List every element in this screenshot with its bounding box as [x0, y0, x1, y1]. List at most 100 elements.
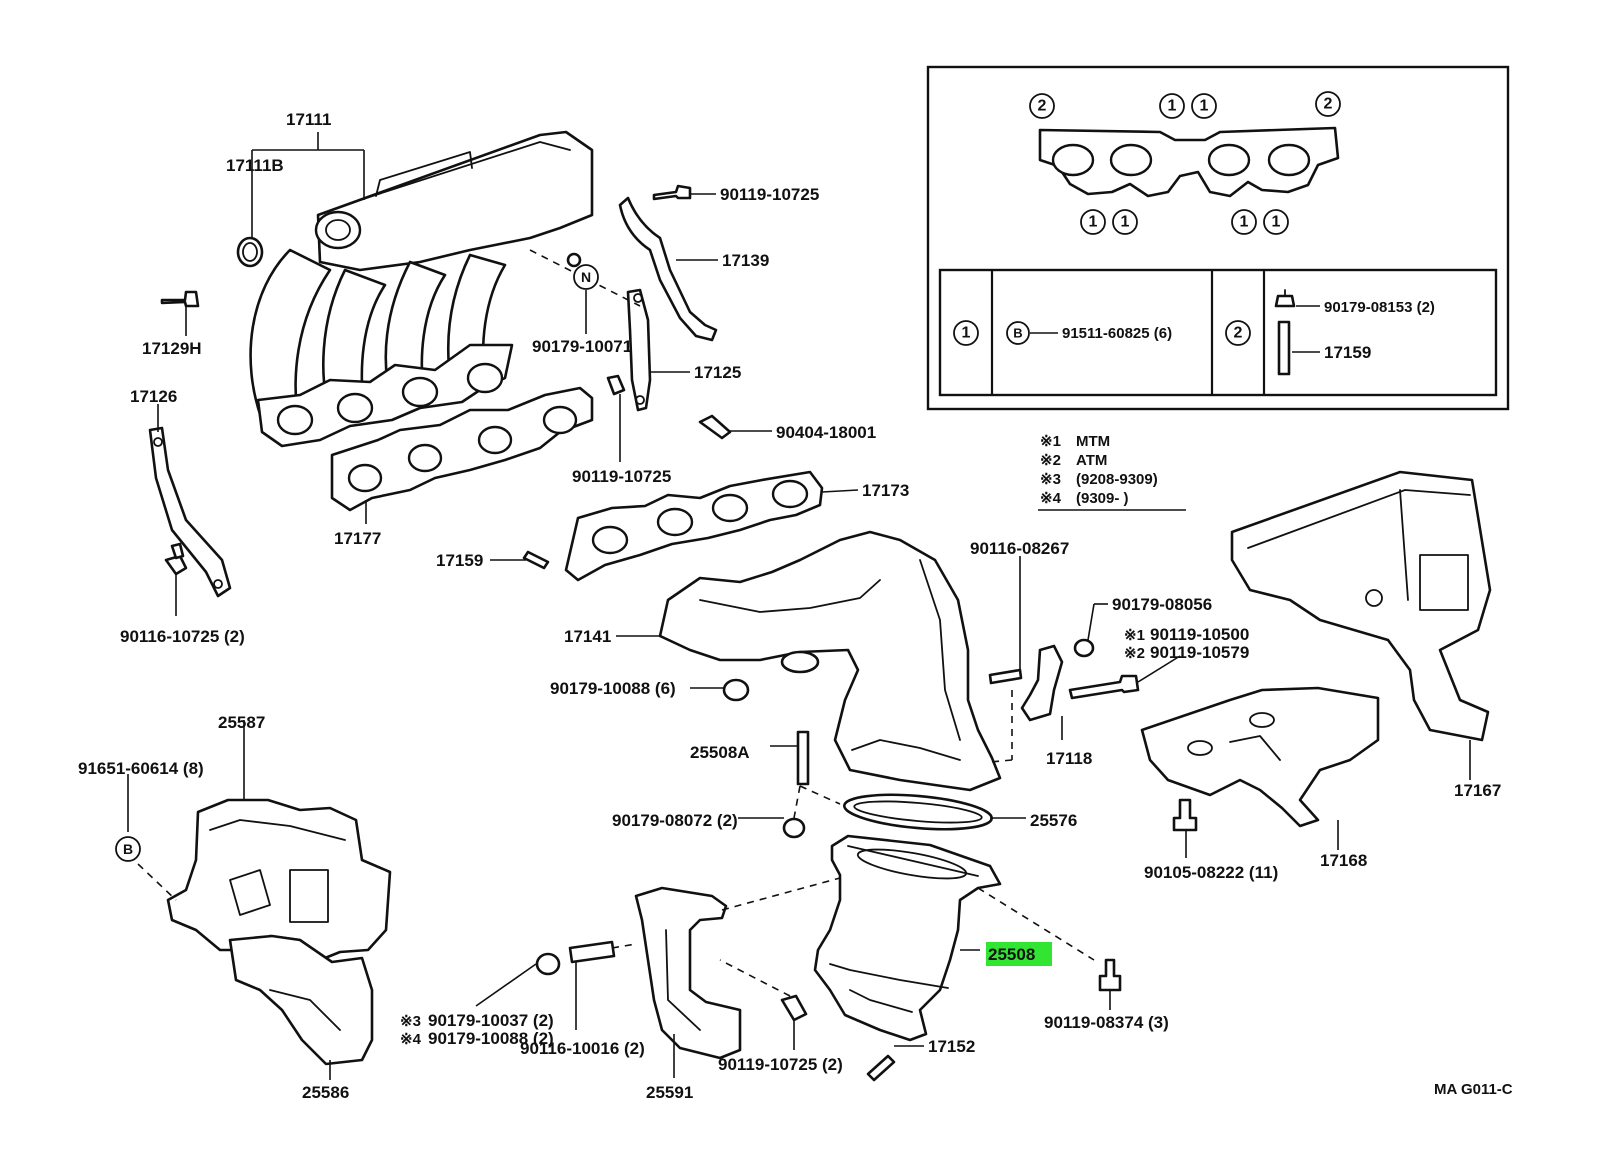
bolt-90119-08374-icon: [1098, 958, 1122, 992]
label-90116-08267: 90116-08267: [970, 539, 1069, 558]
svg-text:1: 1: [962, 325, 971, 342]
label-25508a: 25508A: [690, 743, 750, 762]
label-90119-10725-mid: 90119-10725: [572, 467, 671, 486]
label-90119-10725-top: 90119-10725: [720, 185, 819, 204]
svg-text:1: 1: [1089, 214, 1098, 231]
label-17125: 17125: [694, 363, 741, 382]
bracket-17118-drawing: [1020, 644, 1064, 722]
legend-mark-1: ※1: [1040, 433, 1061, 450]
bolt-90119-10725-mid-icon: [606, 374, 626, 396]
inset-table-row-1-part: 91511-60825 (6): [1062, 325, 1172, 342]
svg-text:2: 2: [1234, 325, 1243, 342]
stud-icon: [1277, 320, 1291, 376]
inset-table-row-2-part-b: 17159: [1324, 343, 1371, 362]
bolt-90105-08222-icon: [1172, 798, 1198, 832]
inset-table-row-2-marker: 2: [1225, 320, 1251, 346]
svg-text:1: 1: [1272, 214, 1281, 231]
label-90116-10725: 90116-10725 (2): [120, 627, 245, 646]
label-90119-10579: 90119-10579: [1150, 643, 1249, 662]
stay-17125-drawing: [626, 288, 652, 412]
bolt-90116-10725-icon: [164, 542, 188, 576]
label-25576: 25576: [1030, 811, 1077, 830]
label-90119-08374: 90119-08374 (3): [1044, 1013, 1169, 1032]
stud-25508a-icon: [796, 730, 810, 786]
label-25508: 25508: [988, 945, 1035, 964]
exhaust-manifold-17141-drawing: [658, 530, 1002, 792]
stud-90116-10016-icon: [568, 940, 616, 964]
label-17126: 17126: [130, 387, 177, 406]
label-90179-10088-2-mark: ※4: [400, 1031, 422, 1048]
heat-insulator-25587-drawing: [166, 798, 392, 962]
label-90179-10088-2: 90179-10088 (2): [428, 1029, 554, 1048]
variant-legend: ※1 MTM ※2 ATM ※3 (9208-9309) ※4 (9309- ): [1038, 433, 1186, 511]
ref-marker-n: N: [573, 264, 599, 290]
legend-text-3: (9208-9309): [1076, 471, 1158, 488]
label-17129h: 17129H: [142, 339, 202, 358]
stud-90116-08267-icon: [988, 668, 1023, 685]
label-17173: 17173: [862, 481, 909, 500]
stay-17139-drawing: [618, 196, 718, 342]
label-17141: 17141: [564, 627, 611, 646]
diagram-id: MA G011-C: [1434, 1081, 1513, 1098]
legend-text-4: (9309- ): [1076, 490, 1129, 507]
svg-text:1: 1: [1121, 214, 1130, 231]
heat-insulator-17167-drawing: [1230, 470, 1492, 742]
gasket-25576-drawing: [842, 793, 994, 831]
inset-marker-bottom-d: 1: [1263, 209, 1289, 235]
part-labels: 17111 17111B 90119-10725 17139 90179-100…: [78, 110, 1513, 1102]
inset-table-row-2-part-a: 90179-08153 (2): [1324, 299, 1435, 316]
inset-marker-top-center-b: 1: [1191, 93, 1217, 119]
inset-table-row-1-ref: B: [1006, 321, 1030, 345]
heat-insulator-25586-drawing: [228, 934, 374, 1066]
highlight-25508: [986, 942, 1052, 966]
svg-text:B: B: [123, 841, 133, 857]
nut-90179-10088-icon: [722, 678, 750, 702]
svg-text:2: 2: [1038, 98, 1047, 115]
bolt-90119-10500-icon: [1068, 674, 1140, 700]
inset-table-row-1-marker: 1: [953, 320, 979, 346]
gasket-inset-panel: 2 1 1 2 1 1 1 1: [926, 65, 1510, 411]
nut-90179-08072-icon: [782, 817, 806, 839]
heat-insulator-17168-drawing: [1140, 686, 1380, 828]
label-17111b: 17111B: [226, 156, 284, 175]
bolt-90119-10725-top-icon: [652, 184, 692, 201]
bracket-25591-drawing: [634, 886, 742, 1060]
inset-marker-bottom-a: 1: [1080, 209, 1106, 235]
inset-gasket-drawing: [1038, 126, 1340, 198]
label-90179-10088-6: 90179-10088 (6): [550, 679, 676, 698]
legend-mark-4: ※4: [1040, 490, 1062, 507]
label-90179-10037: 90179-10037 (2): [428, 1011, 554, 1030]
label-90179-10037-mark: ※3: [400, 1013, 421, 1030]
inset-marker-bottom-b: 1: [1112, 209, 1138, 235]
inset-marker-top-center-a: 1: [1159, 93, 1185, 119]
label-17167: 17167: [1454, 781, 1501, 800]
catalytic-converter-25508-drawing: [813, 834, 1002, 1042]
legend-mark-3: ※3: [1040, 471, 1061, 488]
label-17118: 17118: [1046, 749, 1092, 768]
bolt-90404-18001-icon: [698, 414, 732, 440]
label-90116-10016: 90116-10016 (2): [520, 1039, 645, 1058]
legend-text-1: MTM: [1076, 433, 1110, 450]
label-90119-10500: 90119-10500: [1150, 625, 1249, 644]
svg-text:2: 2: [1324, 96, 1333, 113]
nut-90179-08056-icon: [1073, 638, 1095, 658]
nut-90179-10071-icon: [566, 252, 582, 268]
label-90404-18001: 90404-18001: [776, 423, 876, 442]
stud-17159-icon: [522, 550, 550, 570]
label-90119-10500-mark: ※1: [1124, 627, 1145, 644]
bolt-90119-10725-bottom-icon: [780, 994, 808, 1022]
label-90119-10579-mark: ※2: [1124, 645, 1145, 662]
label-17139: 17139: [722, 251, 769, 270]
label-17159: 17159: [436, 551, 483, 570]
label-90119-10725-bottom: 90119-10725 (2): [718, 1055, 843, 1074]
legend-text-2: ATM: [1076, 452, 1107, 469]
inset-marker-bottom-c: 1: [1231, 209, 1257, 235]
label-90179-08072: 90179-08072 (2): [612, 811, 738, 830]
leader-lines: [127, 132, 1471, 1080]
stay-17126-drawing: [148, 426, 232, 598]
svg-text:B: B: [1013, 326, 1022, 341]
nut-icon: [1274, 289, 1296, 308]
bolt-17129h-icon: [160, 290, 200, 308]
plug-17111b-icon: [236, 236, 264, 268]
